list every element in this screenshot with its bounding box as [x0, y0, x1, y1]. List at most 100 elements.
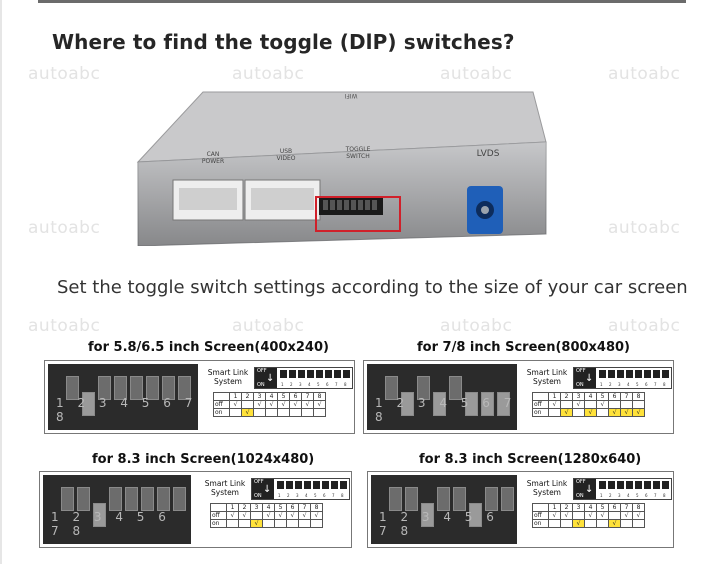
table-cell: 1 — [548, 392, 561, 401]
table-cell: 8 — [313, 392, 326, 401]
table-cell: 3 — [572, 392, 585, 401]
photo-switch — [389, 487, 402, 511]
toggle-switch-label: TOGGLE — [345, 146, 371, 153]
photo-switch — [77, 487, 90, 511]
table-cell: 7 — [620, 503, 633, 512]
icon-switch — [277, 481, 284, 489]
photo-switch — [453, 487, 466, 511]
dip-switch-photo: 1 2 3 4 5 6 7 8 — [367, 364, 517, 430]
icon-switch — [608, 370, 615, 378]
photo-switch — [421, 503, 434, 527]
watermark: autoabc — [28, 218, 101, 238]
icon-switch — [298, 370, 305, 378]
icon-switch-number: 7 — [654, 493, 657, 498]
watermark: autoabc — [608, 316, 681, 336]
table-cell: √ — [229, 400, 242, 409]
icon-switch-number: 5 — [317, 382, 320, 387]
icon-switch-number: 3 — [618, 382, 621, 387]
table-cell: 2 — [560, 503, 573, 512]
table-cell: 5 — [596, 392, 609, 401]
icon-switch — [599, 481, 606, 489]
icon-switch — [295, 481, 302, 489]
table-cell: √ — [620, 511, 633, 520]
panel-title-4: for 8.3 inch Screen(1280x640) — [419, 452, 642, 467]
icon-switch — [343, 370, 350, 378]
photo-switch — [485, 487, 498, 511]
table-cell — [238, 519, 251, 528]
table-cell: 4 — [262, 503, 275, 512]
icon-switch — [662, 370, 669, 378]
table-cell — [620, 519, 633, 528]
photo-switch — [497, 392, 510, 416]
table-cell: on — [213, 408, 230, 417]
icon-switch — [644, 370, 651, 378]
photo-switch — [449, 376, 462, 400]
icon-switch — [331, 481, 338, 489]
table-cell: on — [532, 519, 549, 528]
icon-switch-number: 3 — [296, 493, 299, 498]
icon-switch — [662, 481, 669, 489]
dip-switch-photo: 1 2 3 4 5 6 7 8 — [48, 364, 198, 430]
table-cell — [608, 511, 621, 520]
panel-title-2: for 7/8 inch Screen(800x480) — [417, 340, 630, 355]
icon-switch — [307, 370, 314, 378]
table-cell: 4 — [584, 503, 597, 512]
table-cell: off — [532, 400, 549, 409]
table-cell — [608, 400, 621, 409]
icon-switch-number: 5 — [636, 493, 639, 498]
table-cell — [313, 408, 326, 417]
icon-switch — [626, 370, 633, 378]
icon-switch-number: 4 — [305, 493, 308, 498]
table-cell: √ — [608, 519, 621, 528]
icon-switch-number: 2 — [609, 493, 612, 498]
table-cell: 6 — [286, 503, 299, 512]
table-cell: √ — [274, 511, 287, 520]
watermark: autoabc — [608, 64, 681, 84]
table-cell — [596, 408, 609, 417]
table-cell: √ — [584, 511, 597, 520]
table-cell: √ — [301, 400, 314, 409]
table-cell: 1 — [229, 392, 242, 401]
watermark: autoabc — [28, 316, 101, 336]
watermark: autoabc — [28, 64, 101, 84]
arrow-down-icon: ↓ — [585, 373, 594, 384]
table-cell — [548, 408, 561, 417]
dip-switch-photo: 1 2 3 4 5 6 7 8 — [43, 475, 191, 544]
icon-switch-number: 4 — [627, 493, 630, 498]
arrow-down-icon: ↓ — [585, 484, 594, 495]
arrow-down-icon: ↓ — [263, 484, 272, 495]
table-cell — [213, 392, 230, 401]
icon-switch-number: 7 — [654, 382, 657, 387]
icon-switch-number: 4 — [627, 382, 630, 387]
icon-switch-number: 4 — [308, 382, 311, 387]
toggle-switch-highlight — [315, 196, 401, 232]
table-cell: √ — [241, 408, 254, 417]
table-cell — [532, 503, 549, 512]
table-cell: √ — [289, 400, 302, 409]
table-cell — [265, 408, 278, 417]
table-cell — [548, 519, 561, 528]
icon-switch-number: 2 — [290, 382, 293, 387]
watermark: autoabc — [608, 218, 681, 238]
table-cell: 7 — [298, 503, 311, 512]
icon-switch-number: 6 — [645, 493, 648, 498]
table-cell: on — [532, 408, 549, 417]
icon-switch-number: 7 — [335, 382, 338, 387]
icon-switch-number: 7 — [332, 493, 335, 498]
icon-switch — [313, 481, 320, 489]
photo-switch — [173, 487, 186, 511]
photo-switch — [98, 376, 111, 400]
usb-video-label: USB — [280, 148, 292, 155]
photo-switch — [157, 487, 170, 511]
table-cell: 8 — [632, 392, 645, 401]
icon-switch-number: 5 — [636, 382, 639, 387]
